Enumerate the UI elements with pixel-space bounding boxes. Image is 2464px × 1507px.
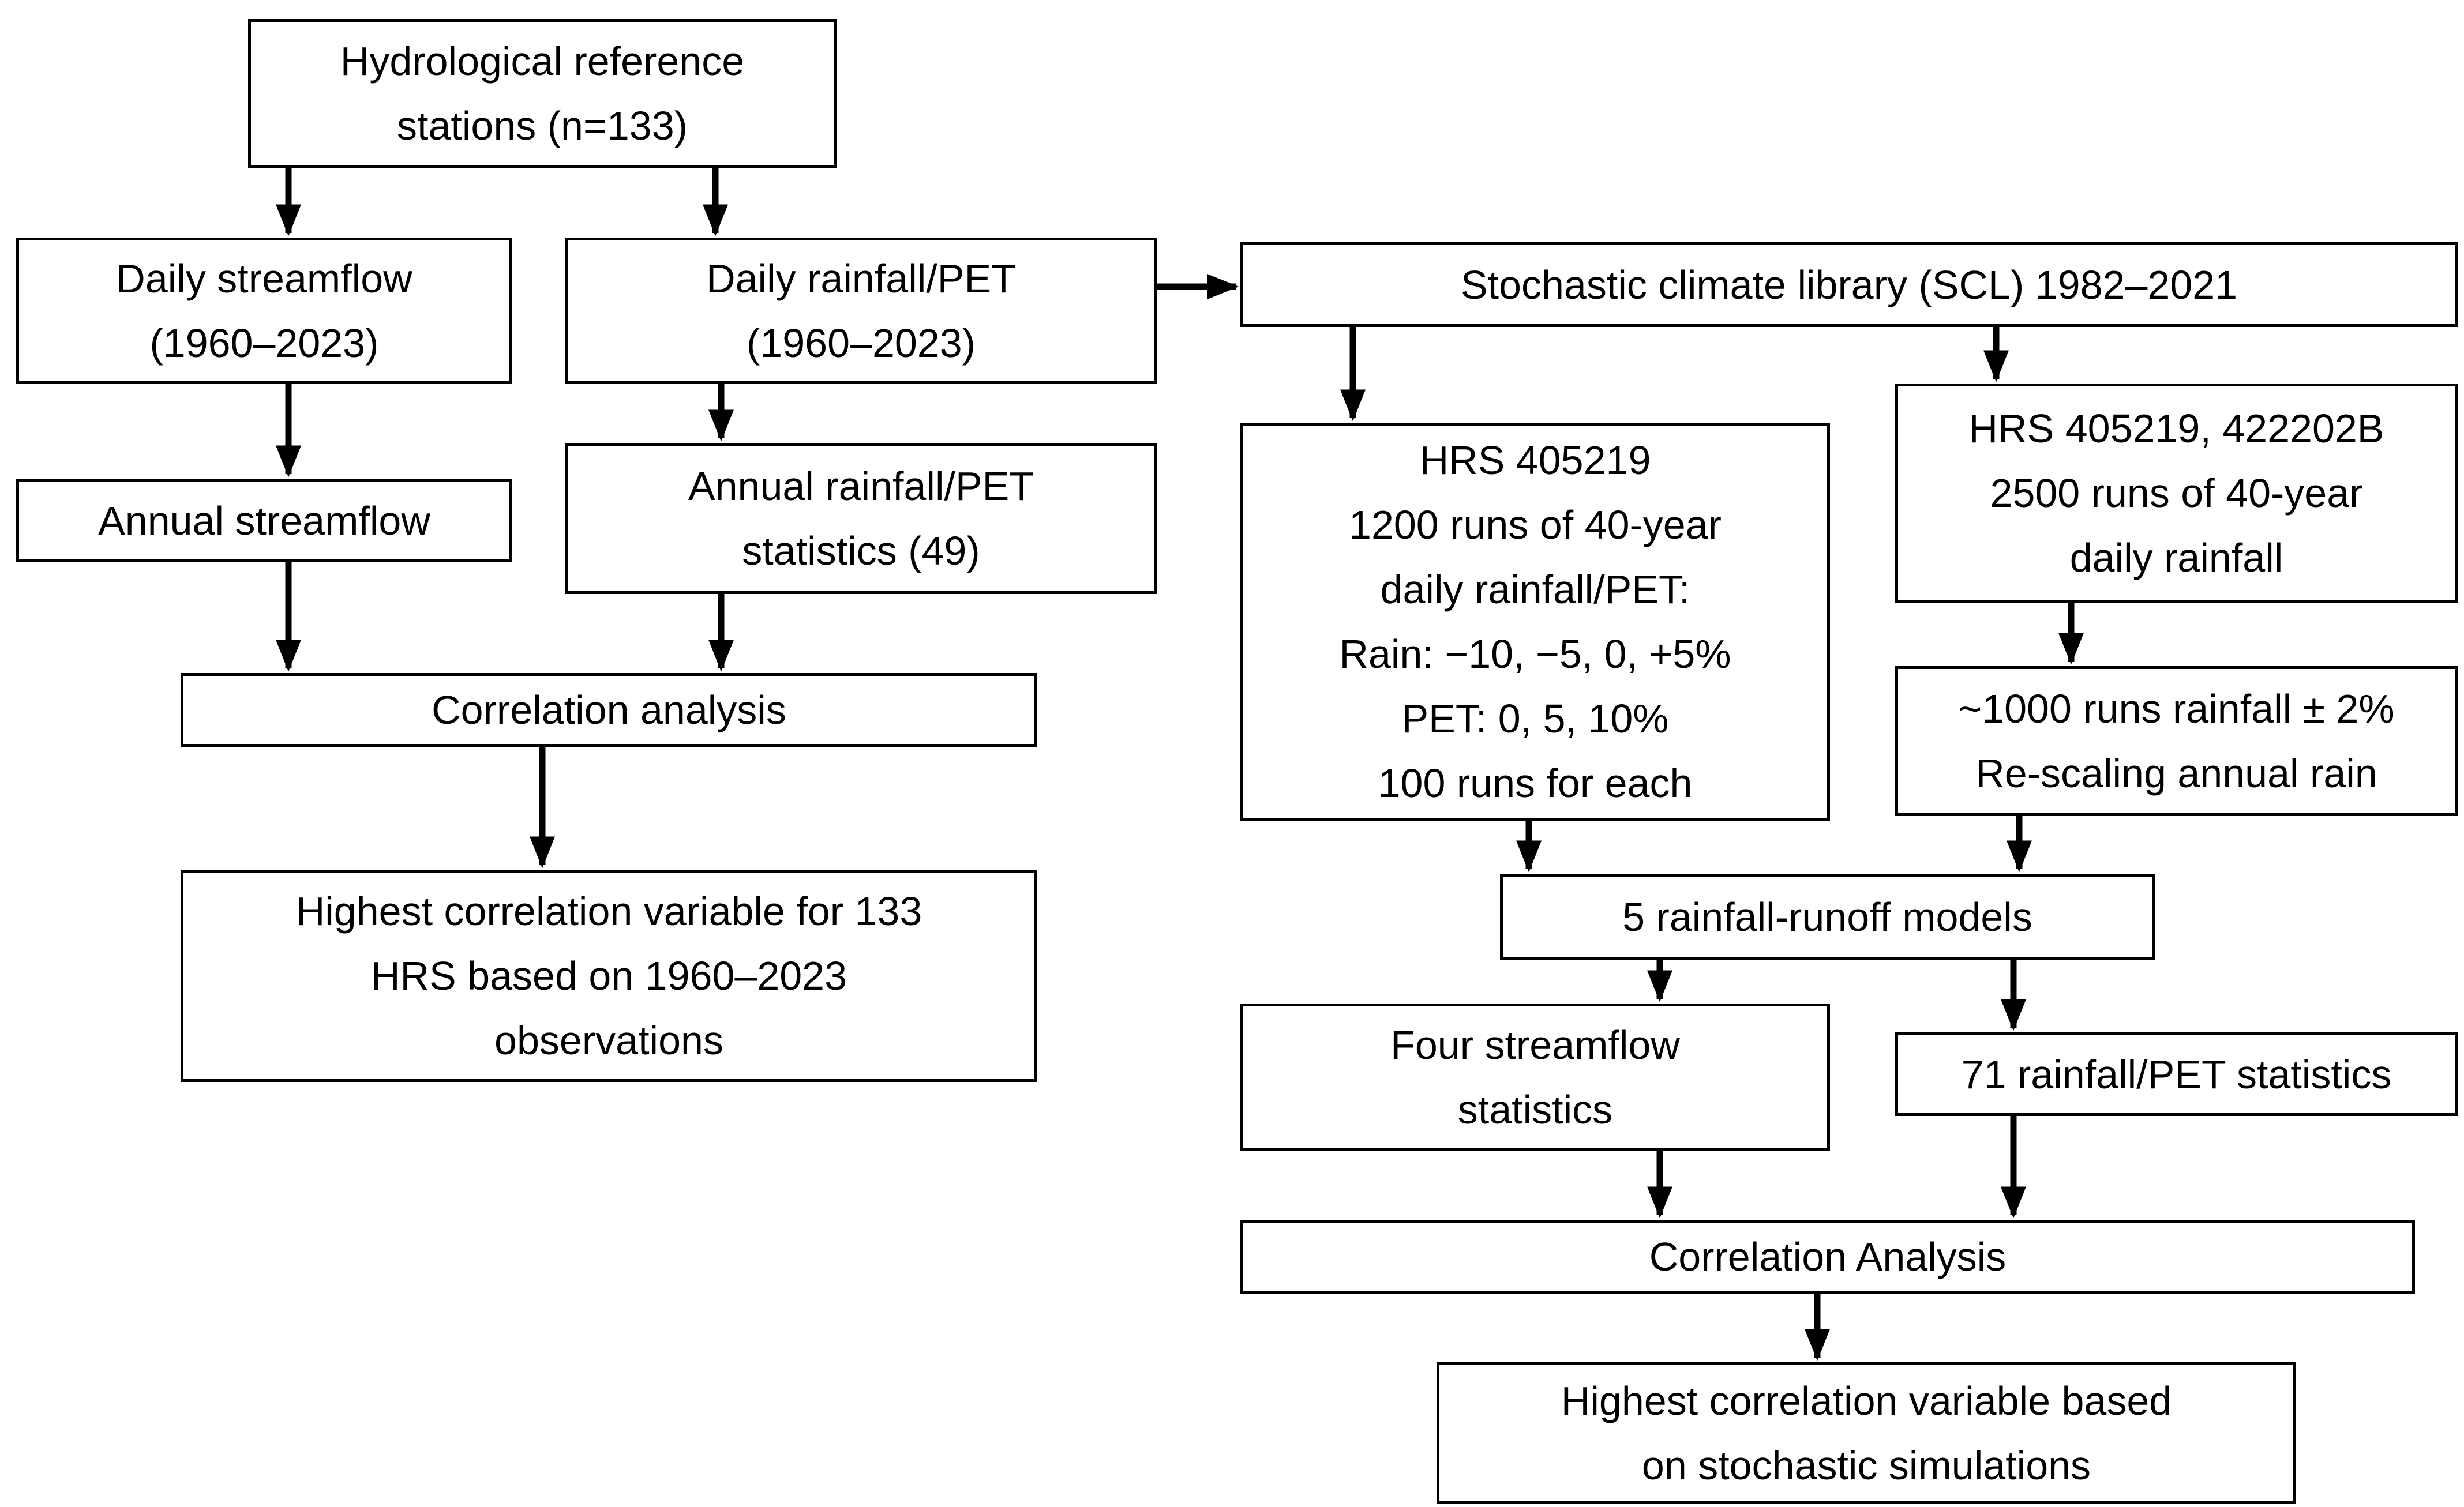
box-correlation-analysis-observed: Correlation analysis xyxy=(181,673,1037,747)
box-highest-correlation-observed-label: Highest correlation variable for 133 HRS… xyxy=(295,889,922,1063)
box-runs-rainfall-rescaling-label: ~1000 runs rainfall ± 2% Re-scaling annu… xyxy=(1958,686,2395,796)
box-71-rainfall-pet-statistics-label: 71 rainfall/PET statistics xyxy=(1961,1051,2392,1097)
box-highest-correlation-stochastic-label: Highest correlation variable based on st… xyxy=(1561,1378,2172,1488)
box-daily-rainfall-pet-label: Daily rainfall/PET (1960–2023) xyxy=(706,255,1016,366)
box-highest-correlation-observed: Highest correlation variable for 133 HRS… xyxy=(181,870,1037,1082)
box-daily-streamflow: Daily streamflow (1960–2023) xyxy=(16,238,512,384)
box-rainfall-runoff-models: 5 rainfall-runoff models xyxy=(1500,874,2155,960)
box-stochastic-climate-library: Stochastic climate library (SCL) 1982–20… xyxy=(1240,242,2458,327)
box-stochastic-climate-library-label: Stochastic climate library (SCL) 1982–20… xyxy=(1460,262,2238,307)
box-annual-streamflow: Annual streamflow xyxy=(16,479,512,562)
box-annual-streamflow-label: Annual streamflow xyxy=(98,498,430,543)
box-hrs-405219-422202b: HRS 405219, 422202B 2500 runs of 40-year… xyxy=(1895,384,2458,603)
box-71-rainfall-pet-statistics: 71 rainfall/PET statistics xyxy=(1895,1032,2458,1116)
box-correlation-analysis-stochastic-label: Correlation Analysis xyxy=(1649,1234,2007,1279)
box-runs-rainfall-rescaling: ~1000 runs rainfall ± 2% Re-scaling annu… xyxy=(1895,666,2458,816)
box-daily-streamflow-label: Daily streamflow (1960–2023) xyxy=(116,255,412,366)
box-hrs-405219-422202b-label: HRS 405219, 422202B 2500 runs of 40-year… xyxy=(1968,406,2384,580)
box-correlation-analysis-stochastic: Correlation Analysis xyxy=(1240,1220,2415,1294)
box-hydrological-reference-stations: Hydrological reference stations (n=133) xyxy=(248,19,837,168)
box-highest-correlation-stochastic: Highest correlation variable based on st… xyxy=(1437,1362,2296,1504)
box-rainfall-runoff-models-label: 5 rainfall-runoff models xyxy=(1622,895,2032,939)
box-correlation-analysis-observed-label: Correlation analysis xyxy=(432,687,786,732)
box-hydrological-reference-stations-label: Hydrological reference stations (n=133) xyxy=(340,39,745,148)
box-four-streamflow-statistics-label: Four streamflow statistics xyxy=(1390,1022,1680,1132)
box-annual-rainfall-pet-statistics-label: Annual rainfall/PET statistics (49) xyxy=(688,464,1034,573)
box-daily-rainfall-pet: Daily rainfall/PET (1960–2023) xyxy=(565,238,1157,384)
box-hrs-405219-runs-label: HRS 405219 1200 runs of 40-year daily ra… xyxy=(1339,438,1731,806)
box-four-streamflow-statistics: Four streamflow statistics xyxy=(1240,1004,1830,1151)
box-hrs-405219-runs: HRS 405219 1200 runs of 40-year daily ra… xyxy=(1240,423,1830,821)
box-annual-rainfall-pet-statistics: Annual rainfall/PET statistics (49) xyxy=(565,443,1157,594)
